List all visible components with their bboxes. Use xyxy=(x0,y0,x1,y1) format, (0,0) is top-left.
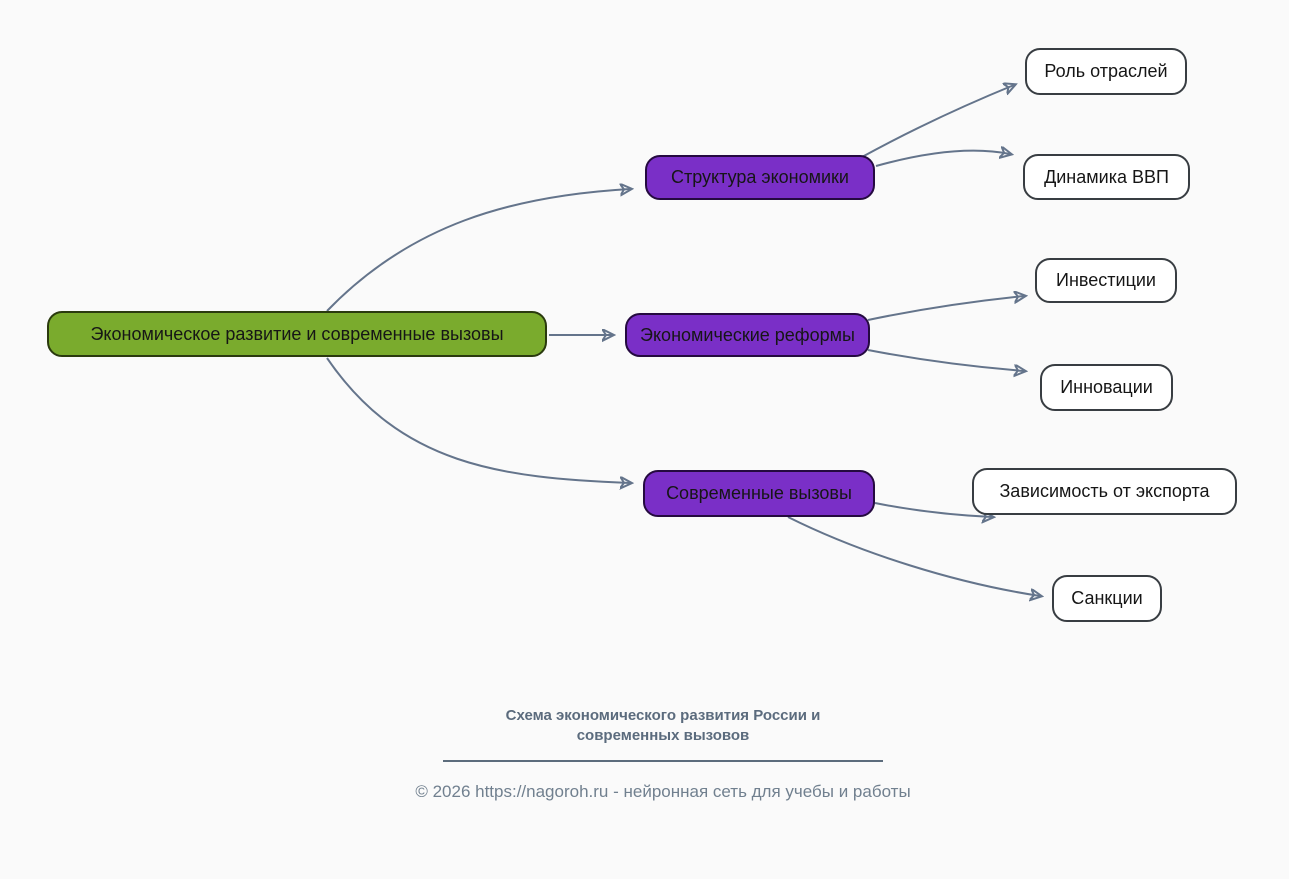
node-label: Роль отраслей xyxy=(1044,61,1168,81)
node-label: Инвестиции xyxy=(1056,270,1156,290)
edge-root-to-challenges xyxy=(326,357,630,483)
node-branch-economy-structure: Структура экономики xyxy=(645,155,875,200)
node-label: Структура экономики xyxy=(671,167,849,187)
node-label: Современные вызовы xyxy=(666,483,852,503)
node-leaf-export-dependence: Зависимость от экспорта xyxy=(972,468,1237,515)
footer-copyright: © 2026 https://nagoroh.ru - нейронная се… xyxy=(415,782,911,801)
edge-structure-to-gdp xyxy=(875,151,1010,167)
node-leaf-sanctions: Санкции xyxy=(1052,575,1162,622)
footer-divider xyxy=(443,760,883,762)
node-branch-economic-reforms: Экономические реформы xyxy=(625,313,870,357)
node-leaf-investments: Инвестиции xyxy=(1035,258,1177,303)
node-label: Инновации xyxy=(1060,377,1153,397)
diagram-caption: Схема экономического развития России и с… xyxy=(505,707,821,744)
edge-structure-to-industries xyxy=(861,85,1014,158)
edge-challenges-to-export xyxy=(874,502,992,517)
edge-root-to-structure xyxy=(326,189,630,312)
edge-reforms-to-innovations xyxy=(867,349,1024,371)
node-leaf-gdp-dynamics: Динамика ВВП xyxy=(1023,154,1190,200)
node-leaf-innovations: Инновации xyxy=(1040,364,1173,411)
edge-reforms-to-investments xyxy=(867,296,1024,321)
node-label: Экономические реформы xyxy=(640,324,855,345)
node-label: Динамика ВВП xyxy=(1044,166,1169,187)
node-label: Санкции xyxy=(1071,588,1143,608)
node-leaf-role-of-industries: Роль отраслей xyxy=(1025,48,1187,95)
node-branch-modern-challenges: Современные вызовы xyxy=(643,470,875,517)
node-root-economic-development: Экономическое развитие и современные выз… xyxy=(47,311,547,357)
node-label: Экономическое развитие и современные выз… xyxy=(90,323,504,344)
edge-challenges-to-sanctions xyxy=(787,516,1040,596)
node-label: Зависимость от экспорта xyxy=(999,481,1210,501)
